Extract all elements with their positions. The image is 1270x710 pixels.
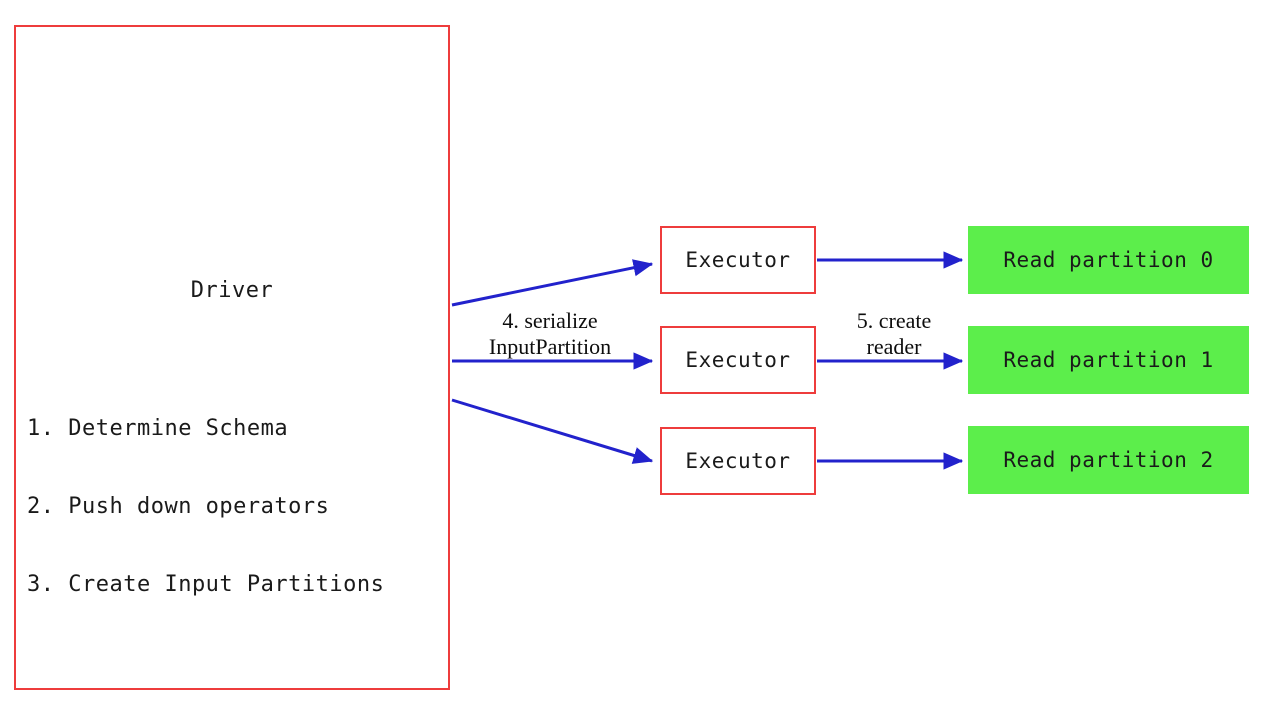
edge-label-serialize-line1: 4. serialize	[502, 308, 598, 333]
edge-label-create-reader: 5. create reader	[820, 308, 968, 360]
executor-box-0: Executor	[660, 226, 816, 294]
partition-label-2: Read partition 2	[1003, 448, 1214, 472]
executor-label-2: Executor	[685, 449, 791, 473]
executor-box-2: Executor	[660, 427, 816, 495]
edge-label-serialize-line2: InputPartition	[488, 334, 612, 359]
edge-label-create-line2: reader	[866, 334, 922, 359]
edge-label-serialize-input-partition: 4. serialize InputPartition	[452, 308, 648, 360]
partition-box-2: Read partition 2	[968, 426, 1249, 494]
driver-box	[14, 25, 450, 690]
partition-label-0: Read partition 0	[1003, 248, 1214, 272]
driver-steps-list: 1. Determine Schema 2. Push down operato…	[27, 364, 384, 650]
edge-label-create-line1: 5. create	[856, 308, 932, 333]
arrow-driver-to-executor-0	[451, 259, 654, 307]
partition-box-0: Read partition 0	[968, 226, 1249, 294]
executor-box-1: Executor	[660, 326, 816, 394]
driver-title: Driver	[190, 278, 274, 303]
executor-label-1: Executor	[685, 348, 791, 372]
partition-box-1: Read partition 1	[968, 326, 1249, 394]
partition-label-1: Read partition 1	[1003, 348, 1214, 372]
executor-label-0: Executor	[685, 248, 791, 272]
driver-step-3: 3. Create Input Partitions	[27, 572, 385, 597]
driver-step-2: 2. Push down operators	[27, 494, 330, 519]
driver-step-1: 1. Determine Schema	[27, 416, 289, 441]
arrow-driver-to-executor-2	[451, 398, 654, 464]
